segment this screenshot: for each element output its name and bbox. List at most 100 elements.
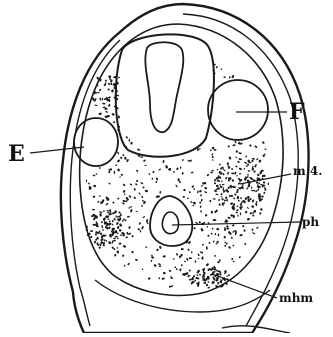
- stipple-dot: [234, 141, 237, 144]
- stipple-dot: [199, 190, 202, 193]
- stipple-dot: [99, 195, 101, 197]
- stipple-dot: [134, 188, 136, 190]
- stipple-dot: [247, 174, 249, 176]
- structure-F: [208, 80, 268, 140]
- stipple-dot: [133, 196, 136, 199]
- stipple-dot: [218, 233, 220, 236]
- stipple-dot: [158, 168, 161, 171]
- stipple-dot: [213, 198, 216, 199]
- stipple-dot: [118, 211, 121, 214]
- stipple-dot: [205, 214, 207, 216]
- stipple-dot: [181, 248, 184, 250]
- stipple-dot: [182, 159, 184, 161]
- stipple-dot: [237, 161, 240, 164]
- stipple-dot: [221, 184, 224, 186]
- stipple-dot: [251, 186, 253, 188]
- stipple-dot: [93, 185, 96, 188]
- stipple-dot: [259, 212, 262, 215]
- stipple-dot: [228, 156, 231, 160]
- stipple-dot: [92, 209, 95, 211]
- label-m4: m 4.: [293, 165, 322, 177]
- stipple-dot: [97, 201, 100, 203]
- stipple-dot: [170, 276, 173, 280]
- stipple-dot: [256, 158, 259, 161]
- stipple-dot: [105, 240, 107, 242]
- stipple-dot: [135, 259, 138, 261]
- stipple-dot: [189, 279, 191, 281]
- stipple-dot: [118, 77, 120, 79]
- stipple-dot: [235, 165, 238, 167]
- stipple-dot: [245, 155, 247, 158]
- stipple-dot: [230, 202, 234, 205]
- stipple-dot: [236, 209, 239, 211]
- stipple-dot: [119, 242, 122, 244]
- stipple-dot: [251, 205, 254, 208]
- stipple-dot: [212, 219, 215, 222]
- stipple-dot: [193, 227, 196, 230]
- stipple-dot: [90, 230, 93, 232]
- stipple-dot: [117, 226, 120, 230]
- stipple-dot: [117, 237, 119, 239]
- stipple-dot: [251, 189, 253, 191]
- stipple-dot: [188, 269, 191, 272]
- stipple-dot: [206, 226, 208, 228]
- stipple-dot: [94, 105, 97, 106]
- stipple-dot: [231, 172, 234, 174]
- stipple-dot: [118, 115, 120, 118]
- stipple-dot: [219, 163, 221, 165]
- stipple-dot: [124, 219, 126, 221]
- stipple-dot: [194, 260, 196, 263]
- stipple-dot: [95, 233, 98, 236]
- stipple-dot: [109, 220, 111, 222]
- stipple-dot: [129, 183, 132, 186]
- stipple-dot: [153, 264, 157, 268]
- stipple-dot: [158, 266, 161, 267]
- stipple-dot: [183, 196, 186, 198]
- stipple-dot: [127, 216, 130, 218]
- stipple-dot: [191, 251, 192, 253]
- stipple-dot: [117, 251, 119, 254]
- stipple-dot: [131, 251, 134, 254]
- stipple-dot: [252, 158, 255, 160]
- stipple-dot: [162, 160, 164, 164]
- stipple-dot: [249, 144, 252, 147]
- stipple-dot: [112, 201, 114, 204]
- stipple-dot: [187, 248, 190, 251]
- stipple-dot: [197, 190, 199, 193]
- stipple-dot: [247, 217, 251, 221]
- stipple-dot: [204, 186, 207, 189]
- stipple-dot: [218, 203, 221, 206]
- stipple-dot: [101, 221, 104, 223]
- stipple-dot: [189, 257, 193, 259]
- stipple-dot: [232, 260, 234, 262]
- stipple-dot: [104, 239, 106, 242]
- stipple-dot: [212, 228, 213, 230]
- stipple-dot: [183, 188, 186, 191]
- stipple-dot: [232, 245, 234, 247]
- stipple-dot: [211, 153, 213, 156]
- stipple-dot: [117, 159, 121, 163]
- stipple-dot: [235, 156, 237, 158]
- stipple-dot: [155, 181, 157, 183]
- stipple-dot: [127, 262, 130, 265]
- label-E: E: [8, 143, 25, 165]
- stipple-dot: [105, 79, 107, 82]
- stipple-dot: [140, 230, 142, 233]
- stipple-dot: [251, 199, 254, 203]
- stipple-dot: [238, 158, 242, 160]
- stipple-dot: [262, 141, 265, 144]
- stipple-dot: [246, 176, 249, 178]
- stipple-dot: [207, 234, 209, 237]
- stipple-dot: [221, 198, 224, 201]
- stipple-dot: [256, 226, 259, 229]
- stipple-dot: [205, 283, 208, 286]
- stipple-dot: [115, 164, 117, 166]
- stipple-dot: [254, 145, 258, 149]
- stipple-dot: [211, 156, 214, 159]
- stipple-dot: [140, 156, 143, 158]
- stipple-dot: [195, 222, 198, 224]
- stipple-dot: [244, 210, 247, 213]
- stipple-dot: [197, 253, 200, 256]
- stipple-dot: [232, 224, 235, 227]
